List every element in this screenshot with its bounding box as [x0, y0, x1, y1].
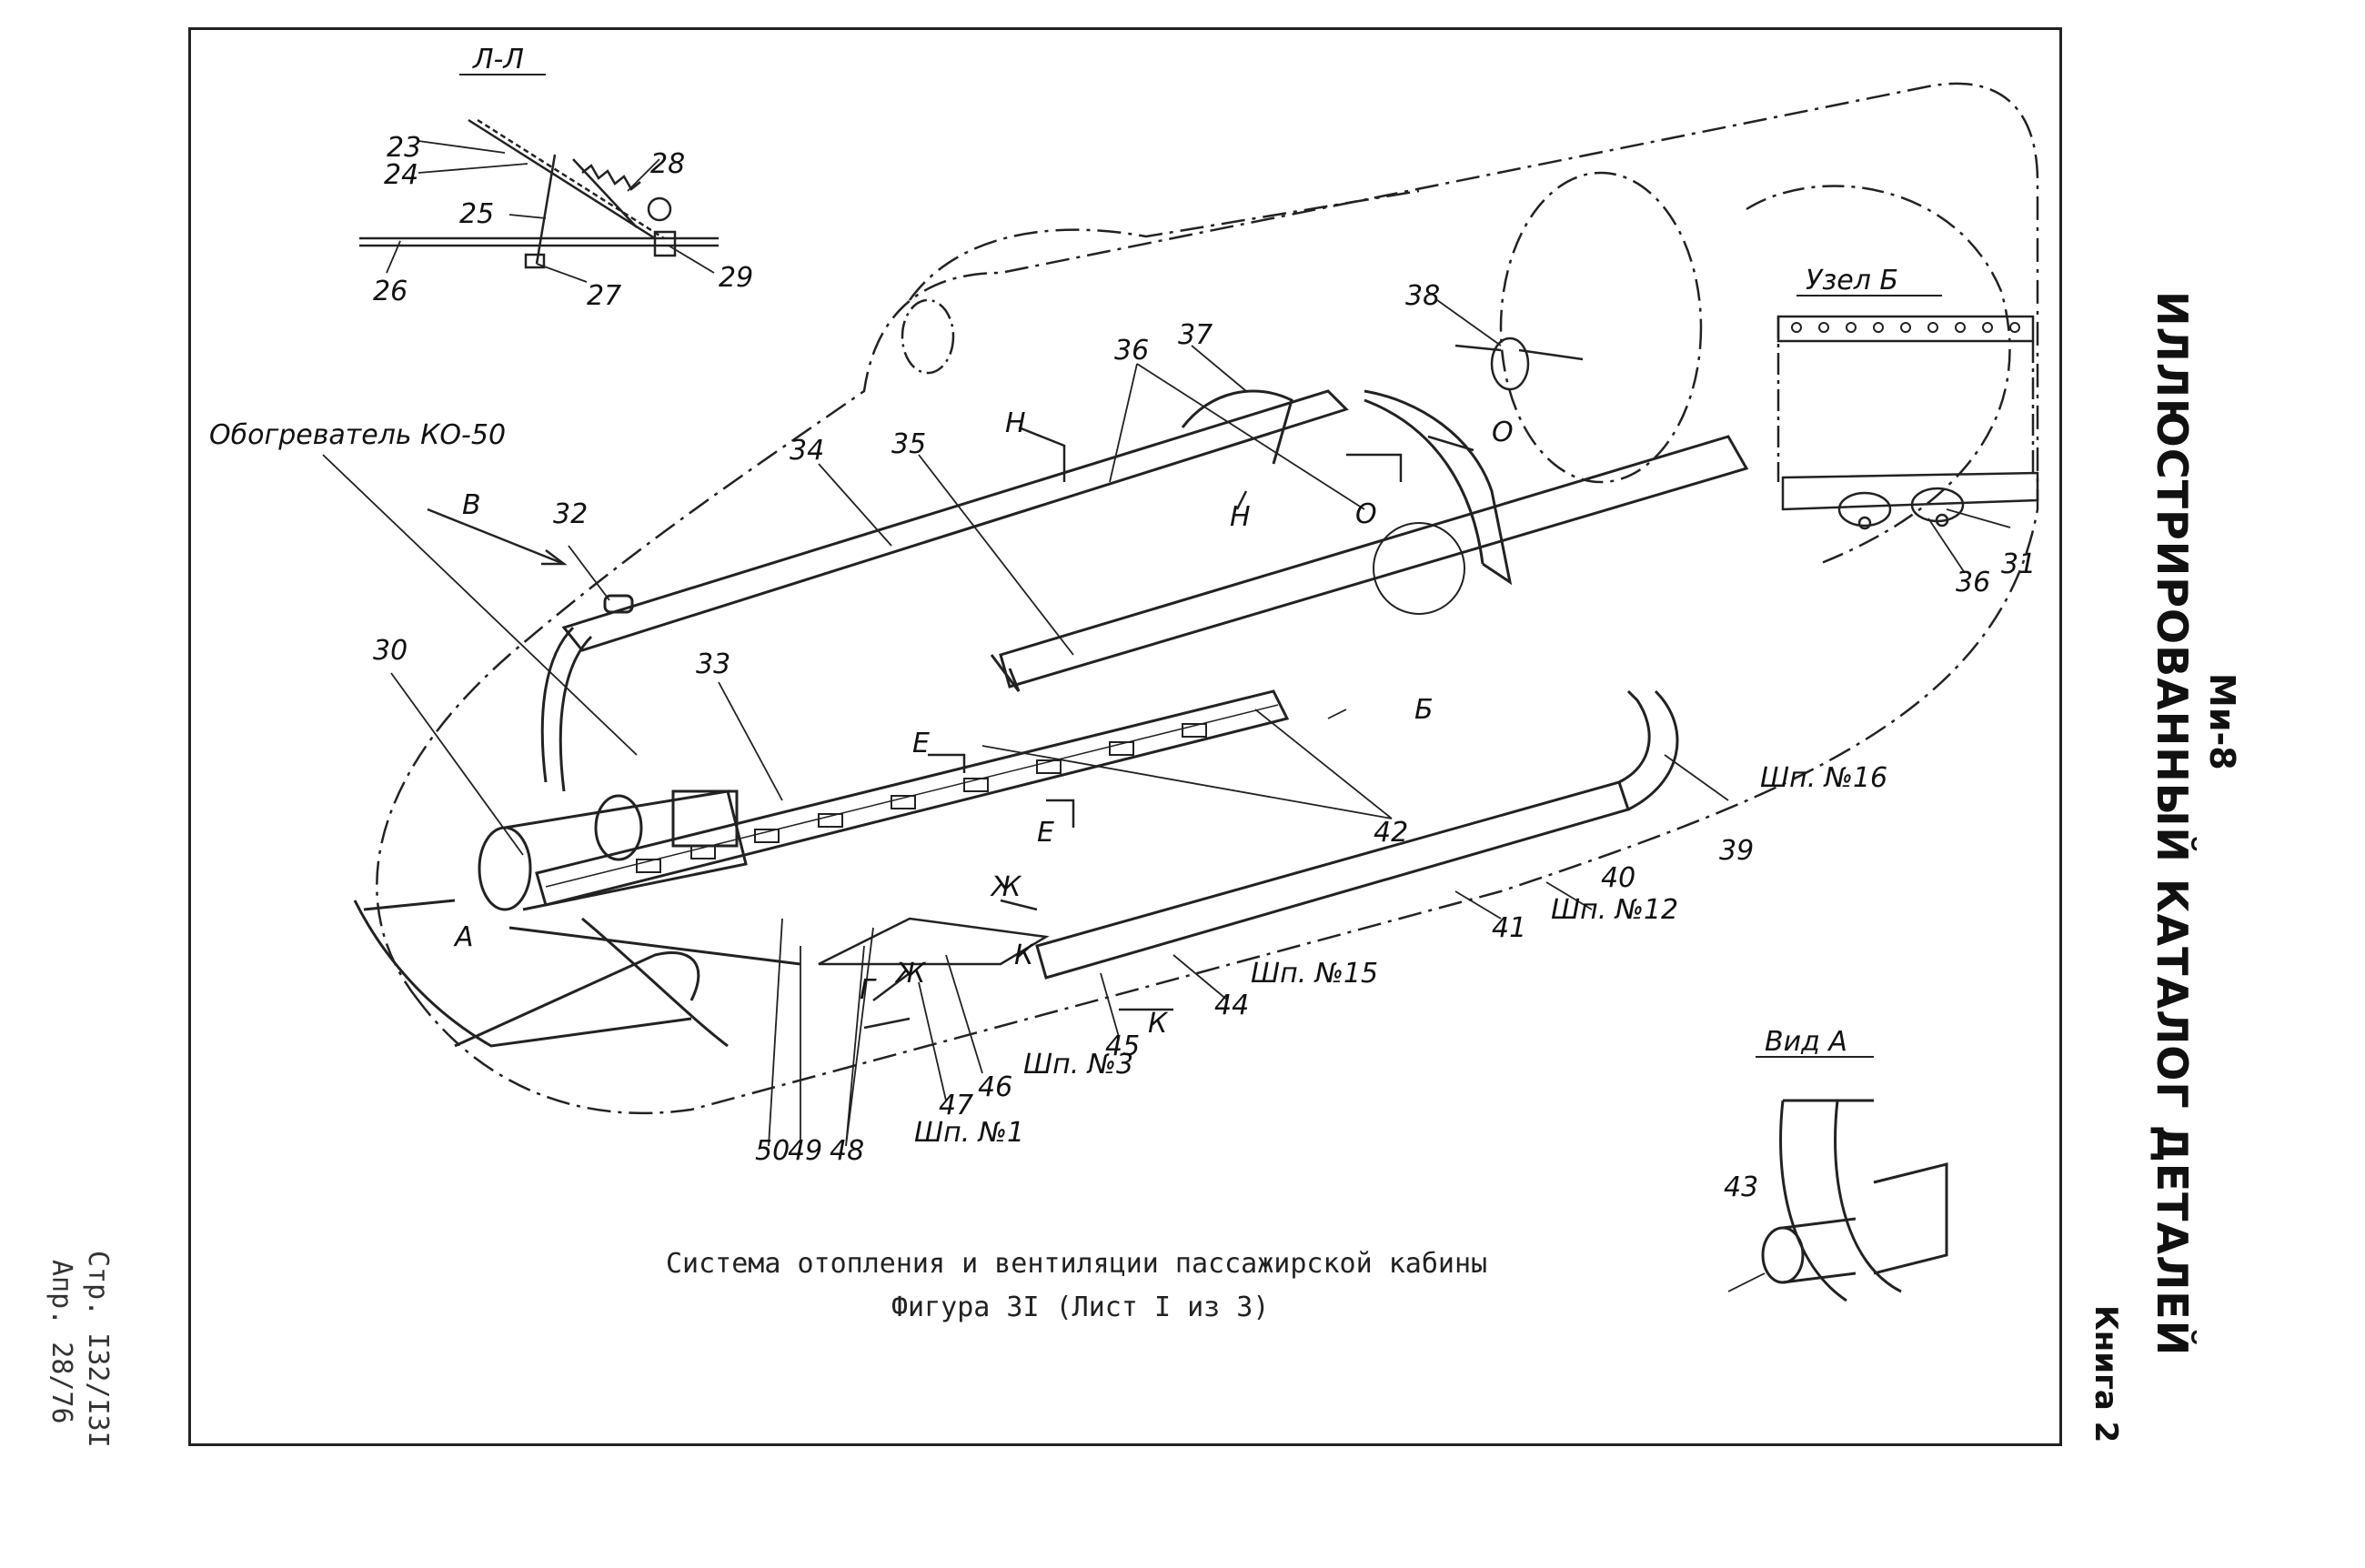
- front-vertical-duct: [540, 626, 593, 792]
- lower-pipes: [353, 899, 801, 1048]
- view-a-title: Вид А: [1765, 1026, 1847, 1058]
- callout-40: 40: [1601, 862, 1635, 894]
- callout-26: 26: [373, 276, 408, 307]
- page-date: Апр. 28/76: [45, 1260, 77, 1424]
- upper-duct: [561, 389, 1349, 652]
- callout-41: 41: [1492, 912, 1526, 944]
- heater-label: Обогреватель КО-50: [209, 419, 506, 451]
- section-mark-zh2: Ж: [894, 958, 927, 990]
- callout-42: 42: [1374, 817, 1408, 849]
- frame-3: Шп. №3: [1023, 1049, 1133, 1081]
- callout-47: 47: [939, 1090, 973, 1121]
- callout-34: 34: [790, 435, 824, 467]
- cabin-window-line: [908, 189, 1420, 301]
- sidebar-title: ИЛЛЮСТРИРОВАННЫЙ КАТАЛОГ ДЕТАЛЕЙ: [2148, 291, 2197, 1357]
- frame-12: Шп. №12: [1551, 894, 1678, 926]
- section-mark-o2: О: [1355, 498, 1377, 530]
- callout-50: 50: [755, 1135, 790, 1167]
- fuselage-outline: [376, 82, 2039, 1114]
- callout-46: 46: [978, 1071, 1012, 1103]
- section-mark-b: Б: [1414, 694, 1434, 726]
- callout-23: 23: [387, 132, 421, 164]
- frame-15: Шп. №15: [1251, 958, 1378, 990]
- frame-16: Шп. №16: [1760, 762, 1887, 794]
- figure-caption-line1: Система отопления и вентиляции пассажирс…: [666, 1248, 1488, 1280]
- section-mark-e1: Е: [912, 728, 930, 759]
- frame-1: Шп. №1: [914, 1117, 1024, 1149]
- callout-28: 28: [650, 148, 685, 180]
- callout-49: 49: [788, 1135, 822, 1167]
- callout-33: 33: [696, 648, 730, 680]
- callout-43: 43: [1724, 1171, 1758, 1203]
- figure-caption-line2: Фигура 3I (Лист I из 3): [891, 1292, 1270, 1323]
- section-mark-a: А: [453, 921, 474, 953]
- callout-29: 29: [719, 262, 753, 294]
- callout-45: 45: [1105, 1030, 1140, 1062]
- callout-32: 32: [553, 498, 588, 530]
- fitting-38: [1454, 337, 1584, 391]
- callout-36-main: 36: [1114, 335, 1149, 367]
- section-mark-o1: О: [1492, 417, 1514, 448]
- callout-27: 27: [587, 280, 621, 312]
- callout-24: 24: [384, 159, 418, 191]
- section-mark-k1: К: [1014, 940, 1035, 971]
- section-mark-g: Г: [860, 974, 877, 1006]
- sidebar-model: Ми-8: [2202, 673, 2242, 770]
- view-a-detail: [1761, 1099, 1948, 1302]
- section-ll-detail: [359, 118, 719, 269]
- callout-44: 44: [1214, 990, 1249, 1021]
- main-duct: [535, 689, 1290, 907]
- callout-48: 48: [830, 1135, 864, 1167]
- rear-bulkhead: [1746, 185, 2011, 566]
- callout-39: 39: [1719, 835, 1754, 867]
- callout-31: 31: [2001, 548, 2036, 580]
- callout-38: 38: [1405, 280, 1440, 312]
- section-mark-zh1: Ж: [990, 871, 1022, 903]
- callout-25: 25: [459, 198, 494, 230]
- porthole: [901, 298, 955, 375]
- callout-30: 30: [373, 635, 408, 667]
- section-mark-v: В: [462, 489, 481, 521]
- node-b-title: Узел Б: [1806, 265, 1898, 297]
- node-b-detail: [1776, 315, 2039, 530]
- callout-35: 35: [891, 428, 926, 460]
- page-number: Стр. I32/I3I: [82, 1251, 114, 1448]
- callout-36-node: 36: [1956, 567, 1990, 598]
- section-mark-e2: Е: [1037, 817, 1054, 849]
- section-ll-title: Л-Л: [472, 44, 524, 75]
- section-mark-k2: К: [1148, 1008, 1169, 1040]
- door-outline: [1499, 171, 1703, 484]
- callout-37: 37: [1178, 319, 1213, 351]
- sidebar-book: Книга 2: [2088, 1305, 2124, 1443]
- section-mark-n2: Н: [1230, 501, 1251, 533]
- section-mark-n1: Н: [1005, 407, 1026, 439]
- drawing-frame: [188, 27, 2062, 1446]
